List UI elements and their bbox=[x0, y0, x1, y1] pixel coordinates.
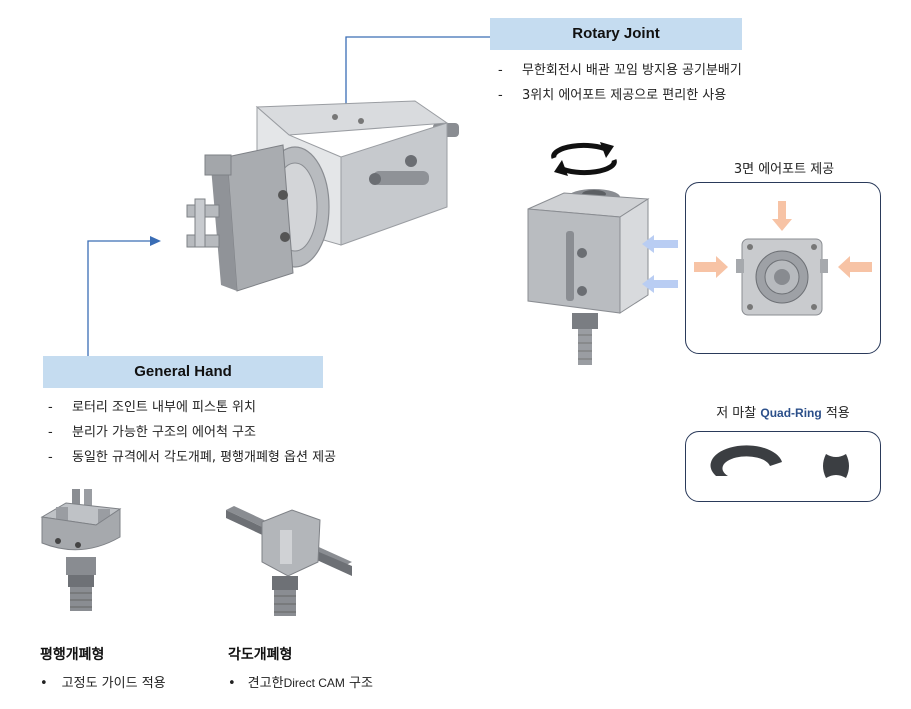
arrow-left bbox=[694, 256, 728, 278]
angular-gripper-image bbox=[226, 506, 352, 616]
main-product-image bbox=[186, 100, 459, 292]
air-inflow-arrows bbox=[642, 235, 678, 293]
general-hand-title: General Hand bbox=[43, 356, 323, 388]
quad-ring-images bbox=[710, 445, 849, 478]
general-connector bbox=[87, 240, 158, 356]
general-hand-bullets: -로터리 조인트 내부에 피스톤 위치 -분리가 가능한 구조의 에어척 구조 … bbox=[48, 395, 336, 470]
general-bullet: -로터리 조인트 내부에 피스톤 위치 bbox=[48, 400, 256, 415]
quad-ring-icon bbox=[710, 445, 782, 476]
rotary-bullet: -무한회전시 배관 꼬임 방지용 공기분배기 bbox=[498, 63, 742, 78]
quad-ring-box bbox=[685, 431, 881, 502]
airport-diagram bbox=[694, 201, 872, 316]
general-bullet: -동일한 규격에서 각도개폐, 평행개폐형 옵션 제공 bbox=[48, 450, 336, 465]
arrow-top bbox=[772, 201, 792, 231]
parallel-type-note: •고정도 가이드 적용 bbox=[40, 676, 166, 691]
rotary-joint-bullets: -무한회전시 배관 꼬임 방지용 공기분배기 -3위치 에어포트 제공으로 편리… bbox=[498, 58, 742, 108]
airport-caption: 3면 에어포트 제공 bbox=[733, 162, 835, 177]
quad-ring-section-icon bbox=[823, 454, 849, 478]
rotary-joint-title: Rotary Joint bbox=[490, 18, 742, 50]
parallel-type-title: 평행개폐형 bbox=[40, 647, 105, 663]
arrow-right bbox=[838, 256, 872, 278]
angular-type-note: •견고한Direct CAM 구조 bbox=[228, 676, 373, 691]
angular-type-title: 각도개폐형 bbox=[228, 647, 293, 663]
general-connector-arrowhead bbox=[150, 236, 161, 246]
airport-diagram-box bbox=[685, 182, 881, 354]
rotary-connector bbox=[345, 36, 490, 116]
parallel-gripper-image bbox=[40, 489, 122, 611]
quad-ring-caption: 저 마찰 Quad-Ring 적용 bbox=[716, 406, 850, 421]
quad-ring-brand: Quad-Ring bbox=[760, 406, 822, 420]
general-bullet: -분리가 가능한 구조의 에어척 구조 bbox=[48, 425, 256, 440]
rotation-arrows-icon bbox=[551, 142, 617, 176]
rotary-bullet: -3위치 에어포트 제공으로 편리한 사용 bbox=[498, 88, 727, 103]
rotary-joint-unit-image bbox=[527, 189, 650, 365]
